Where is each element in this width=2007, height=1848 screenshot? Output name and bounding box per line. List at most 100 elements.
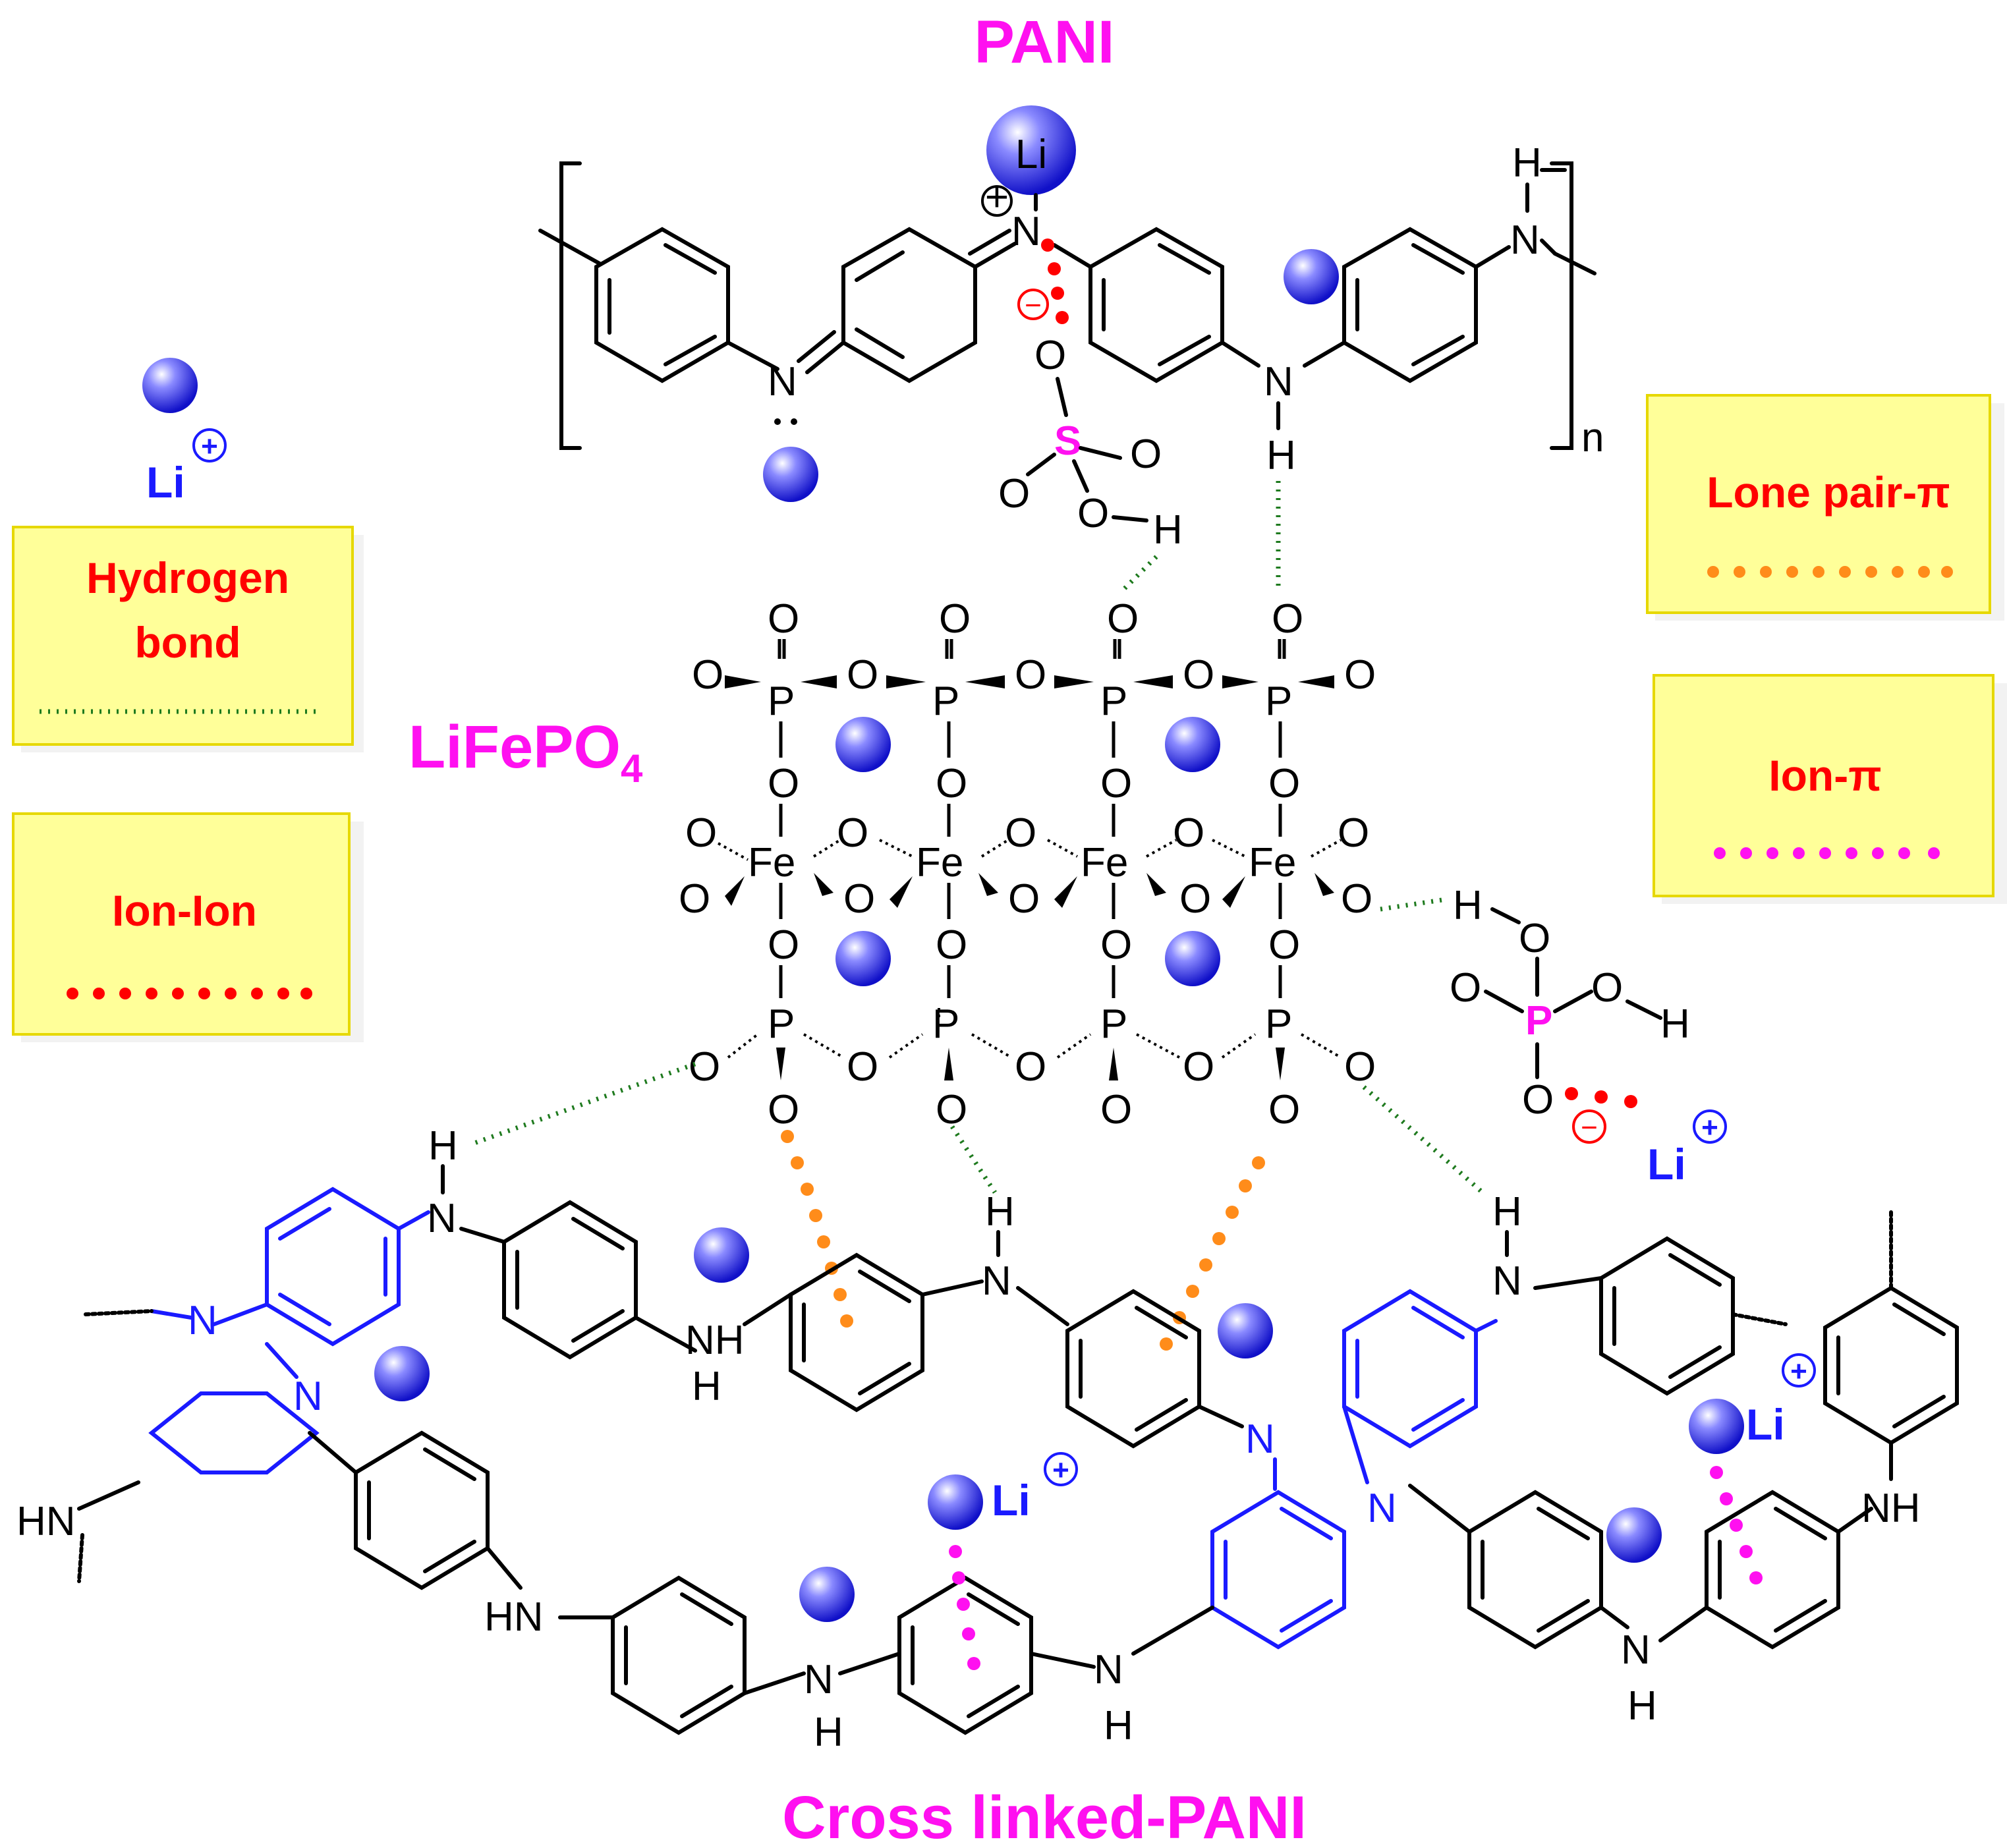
svg-text:O: O [1005, 810, 1036, 856]
li-ion-free-left: Li + [142, 358, 227, 507]
svg-text:O: O [1183, 652, 1214, 698]
svg-text:N: N [1094, 1647, 1123, 1693]
svg-text:P: P [768, 1001, 795, 1047]
svg-text:N: N [1621, 1627, 1651, 1673]
svg-text:O: O [939, 596, 971, 642]
legend-hydrogen-bond: Hydrogen bond [12, 526, 364, 752]
svg-text:O: O [768, 596, 799, 642]
svg-text:O: O [768, 922, 799, 968]
svg-text:H: H [985, 1189, 1015, 1235]
svg-text:O: O [1338, 810, 1369, 856]
svg-text:O: O [837, 810, 868, 856]
svg-text:O: O [936, 761, 967, 806]
svg-text:O: O [1268, 922, 1300, 968]
svg-text:O: O [768, 761, 799, 806]
svg-text:O: O [1015, 1044, 1046, 1090]
svg-text:n: n [1581, 415, 1604, 461]
svg-text:O: O [936, 1087, 967, 1133]
svg-text:Li: Li [1746, 1400, 1785, 1449]
svg-text:Fe: Fe [916, 840, 963, 885]
svg-text:N: N [1492, 1258, 1522, 1304]
svg-text:Li: Li [1647, 1140, 1686, 1189]
svg-text:Li: Li [146, 458, 185, 507]
svg-text:N: N [1367, 1486, 1397, 1531]
svg-text:O: O [1522, 1077, 1554, 1123]
title-cross-linked-pani: Cross linked-PANI [782, 1784, 1307, 1848]
svg-text:H: H [1266, 433, 1296, 478]
svg-text:P: P [768, 679, 795, 724]
svg-text:Lone pair-π: Lone pair-π [1707, 468, 1950, 517]
svg-text:Ion-π: Ion-π [1768, 751, 1881, 800]
svg-text:P: P [1265, 679, 1292, 724]
svg-text:P: P [1265, 1001, 1292, 1047]
svg-text:P: P [1525, 998, 1552, 1044]
svg-text:O: O [1077, 491, 1109, 536]
svg-text:O: O [1008, 876, 1040, 922]
legend-ion-pi: Ion-π [1653, 674, 2007, 904]
svg-text:N: N [293, 1374, 323, 1419]
lifepo4-lattice: O O O O O P O P O P O P O O O O O O O O … [679, 596, 1376, 1133]
svg-text:O: O [1100, 761, 1132, 806]
svg-text:HN: HN [16, 1499, 76, 1544]
svg-text:S: S [1054, 418, 1081, 464]
svg-text:HN: HN [484, 1594, 544, 1640]
svg-text:P: P [1100, 1001, 1127, 1047]
svg-text:N: N [188, 1298, 217, 1343]
svg-text:N: N [1264, 359, 1293, 405]
svg-text:H: H [1627, 1683, 1657, 1729]
svg-text:O: O [1183, 1044, 1214, 1090]
svg-text:H: H [814, 1710, 843, 1755]
svg-text:+: + [1701, 1111, 1718, 1144]
svg-text:O: O [843, 876, 875, 922]
pani-chain: n N N + Li N H [538, 105, 1604, 553]
svg-text:O: O [1341, 876, 1372, 922]
svg-text:O: O [1591, 965, 1623, 1011]
svg-text:+: + [201, 430, 218, 462]
svg-text:bond: bond [134, 618, 240, 667]
svg-text:N: N [1510, 217, 1540, 263]
svg-text:O: O [847, 1044, 878, 1090]
svg-text:H: H [1660, 1001, 1690, 1047]
svg-text:O: O [1015, 652, 1046, 698]
svg-text:N: N [982, 1258, 1011, 1304]
svg-text:O: O [1268, 1087, 1300, 1133]
svg-text:O: O [1107, 596, 1139, 642]
svg-text:O: O [1519, 916, 1550, 961]
lone-pair-pi-interactions [781, 1130, 1265, 1351]
svg-text:Fe: Fe [1081, 840, 1128, 885]
svg-text:O: O [998, 471, 1030, 517]
legend-lone-pair-pi: Lone pair-π [1646, 394, 2004, 621]
svg-text:O: O [1100, 922, 1132, 968]
svg-text:O: O [1268, 761, 1300, 806]
hydrogen-bonds [473, 481, 1484, 1194]
svg-text:O: O [692, 652, 723, 698]
svg-text:O: O [1344, 1044, 1376, 1090]
svg-text:O: O [936, 922, 967, 968]
svg-text:Hydrogen: Hydrogen [86, 553, 289, 602]
svg-text:O: O [1272, 596, 1303, 642]
svg-text:O: O [1034, 333, 1066, 378]
svg-text:Li: Li [992, 1476, 1031, 1525]
svg-text:O: O [689, 1044, 720, 1090]
svg-text:Fe: Fe [1249, 840, 1296, 885]
svg-text:H: H [1153, 507, 1183, 553]
svg-text:O: O [1130, 432, 1162, 477]
title-lifepo4: LiFePO4 [409, 714, 643, 791]
svg-text:O: O [1179, 876, 1211, 922]
svg-text:N: N [768, 359, 797, 405]
svg-text:N: N [427, 1196, 457, 1241]
svg-text:−: − [1025, 289, 1042, 322]
svg-text:N: N [804, 1657, 834, 1702]
svg-text:H: H [692, 1364, 721, 1409]
svg-text:P: P [1100, 679, 1127, 724]
svg-text:+: + [1052, 1454, 1069, 1486]
svg-text:Ion-Ion: Ion-Ion [112, 886, 257, 935]
svg-text:O: O [685, 810, 717, 856]
svg-text:H: H [1492, 1189, 1522, 1235]
svg-text:+: + [1790, 1355, 1807, 1387]
legend-ion-ion: Ion-Ion [12, 812, 364, 1042]
svg-text:O: O [768, 1087, 799, 1133]
svg-text:H: H [1104, 1703, 1133, 1749]
svg-text:N: N [1011, 209, 1041, 254]
